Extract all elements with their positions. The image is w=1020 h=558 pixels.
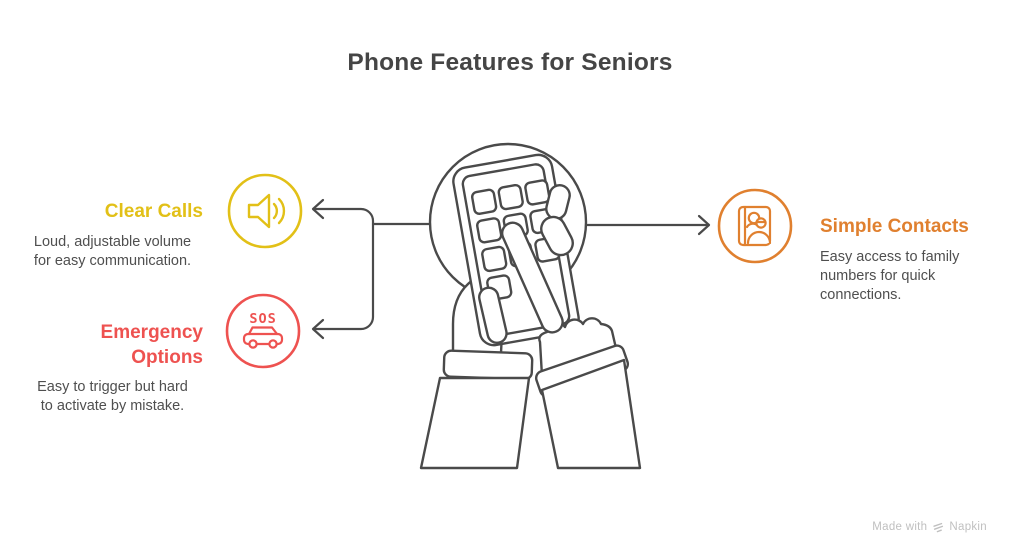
- left-sleeve: [419, 376, 531, 470]
- contact-book-icon: [737, 205, 772, 247]
- simple-contacts-label: Simple Contacts: [820, 216, 969, 237]
- simple-contacts-badge: [717, 188, 793, 264]
- watermark-brand: Napkin: [949, 521, 987, 533]
- sos-text: SOS: [249, 311, 276, 327]
- arrowhead-contacts: [697, 214, 711, 236]
- clear-calls-label: Clear Calls: [104, 201, 203, 222]
- emergency-options-description: Easy to trigger but hard to activate by …: [37, 379, 188, 414]
- hands-phone-illustration: [419, 142, 642, 470]
- speaker-icon: [247, 193, 286, 229]
- badge-circle: [225, 293, 301, 369]
- right-index-finger: [500, 221, 564, 334]
- connector-elbow: [312, 207, 375, 331]
- napkin-watermark: Made with Napkin: [872, 521, 987, 533]
- page-title: Phone Features for Seniors: [347, 49, 673, 76]
- clear-calls-description: Loud, adjustable volume for easy communi…: [33, 234, 192, 269]
- emergency-options-label: Emergency Options: [100, 322, 203, 368]
- watermark-text: Made with: [872, 521, 928, 533]
- badge-circle: [227, 173, 303, 249]
- right-sleeve: [540, 358, 642, 470]
- arrowhead-emergency: [311, 318, 325, 340]
- right-thumb-tip: [540, 215, 574, 257]
- left-thumb: [478, 286, 508, 344]
- simple-contacts-description: Easy access to family numbers for quick …: [820, 249, 960, 303]
- clear-calls-badge: [227, 173, 303, 249]
- arrowhead-clear-calls: [311, 198, 325, 220]
- badge-circle: [717, 188, 793, 264]
- left-cuff: [442, 349, 534, 381]
- sos-car-icon: SOS: [242, 311, 284, 349]
- napkin-logo-icon: [933, 522, 944, 533]
- emergency-badge: SOS: [225, 293, 301, 369]
